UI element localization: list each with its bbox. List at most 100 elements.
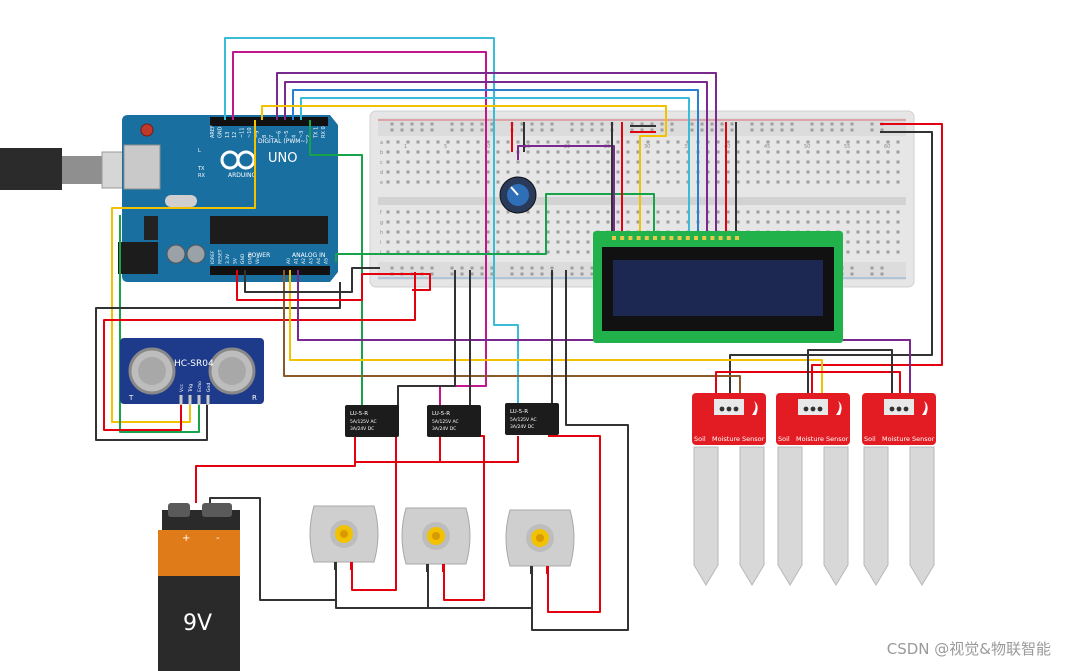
lcd-pin[interactable] <box>718 236 723 240</box>
breadboard-row-letter: g <box>380 220 383 226</box>
arduino-pin-label: ~9 <box>254 131 260 138</box>
lcd-pin[interactable] <box>644 236 649 240</box>
arduino-power-pin-label: 5V <box>233 257 239 264</box>
lcd-pin[interactable] <box>612 236 616 240</box>
wire-black-motor2 <box>428 568 533 609</box>
relay-title: LU-5-R <box>432 411 450 417</box>
ultrasonic-pin-label: Gnd <box>206 383 212 392</box>
breadboard-col-number: 30 <box>644 144 650 150</box>
lcd-pin[interactable] <box>677 236 682 240</box>
breadboard-col-number: 45 <box>764 144 770 150</box>
arduino-analog-pin-label: A1 <box>294 258 300 264</box>
lcd-display <box>593 231 843 343</box>
lcd-pin[interactable] <box>735 236 739 240</box>
arduino-pin-label: ~10 <box>247 127 253 138</box>
breadboard-row-letter: b <box>380 150 383 156</box>
arduino-analog-pin-label: A5 <box>324 258 330 264</box>
battery-minus: - <box>216 533 220 544</box>
arduino-pin-label: ~3 <box>299 131 305 138</box>
lcd-pin[interactable] <box>694 236 698 240</box>
lcd-pin[interactable] <box>628 236 633 240</box>
ultrasonic-pin-label: Vcc <box>179 383 185 392</box>
battery-9v: + - 9V <box>158 503 240 671</box>
arduino-analog-pin-label: A4 <box>316 258 322 264</box>
wire-black-power <box>729 131 933 396</box>
lcd-pin[interactable] <box>685 236 690 240</box>
relay-rating-dc: 3A/24V DC <box>432 426 456 432</box>
lcd-pin[interactable] <box>620 236 625 240</box>
lcd-pin[interactable] <box>710 236 715 240</box>
lcd-pin[interactable] <box>726 236 731 240</box>
dc-motor <box>309 505 379 570</box>
wire-yellow-top <box>261 105 667 240</box>
ultrasonic-pin[interactable] <box>188 395 192 405</box>
breadboard-row-letter: c <box>380 160 383 166</box>
breadboard-col-number: 35 <box>684 144 690 150</box>
soil-sensor-label-1: Soil <box>864 435 876 443</box>
lcd-pin[interactable] <box>669 236 674 240</box>
wire-purple-2 <box>284 81 708 240</box>
ultrasonic-pin[interactable] <box>197 395 201 405</box>
ultrasonic-pin[interactable] <box>179 395 183 405</box>
ultrasonic-pin[interactable] <box>206 395 210 405</box>
wire-black-battery <box>209 497 337 601</box>
wire-red-relay-bus <box>355 436 441 463</box>
breadboard-col-number: 40 <box>724 144 730 150</box>
arduino-power-pin-label: IOREF <box>210 250 216 264</box>
relay-rating-dc: 3A/24V DC <box>510 424 534 430</box>
tx-led-label: TX <box>197 166 205 172</box>
breadboard-row-letter: f <box>380 210 382 216</box>
lcd-pin[interactable] <box>702 236 707 240</box>
power-header-label: POWER <box>248 252 270 259</box>
relay-rating-ac: 5A/125V AC <box>510 417 537 423</box>
breadboard-row-letter: h <box>380 230 383 236</box>
wire-yellow-sensor <box>289 270 823 396</box>
relay-rating-dc: 3A/24V DC <box>350 426 374 432</box>
potentiometer[interactable] <box>499 176 537 214</box>
analog-header-label: ANALOG IN <box>292 252 325 259</box>
wire-red-motor1 <box>351 436 397 591</box>
soil-sensor-label-2: Moisture <box>796 435 824 443</box>
breadboard-col-number: 10 <box>484 144 490 150</box>
arduino-analog-pin-label: A2 <box>301 258 307 264</box>
soil-sensor-label-3: Sensor <box>742 435 765 443</box>
soil-sensor-label-1: Soil <box>694 435 706 443</box>
arduino-analog-pin-label: A0 <box>286 258 292 264</box>
wire-red-relay-bus2 <box>440 436 519 463</box>
ultrasonic-r-label: R <box>252 394 257 402</box>
ultrasonic-model: HC-SR04 <box>174 359 214 369</box>
relay-title: LU-5-R <box>350 411 368 417</box>
board-brand: ARDUINO <box>228 172 257 179</box>
lcd-pin[interactable] <box>661 236 666 240</box>
l-led-label: L <box>198 148 201 154</box>
dc-motors <box>309 505 575 574</box>
arduino-pin-label: 4 <box>291 135 297 138</box>
battery-plus: + <box>182 533 190 544</box>
lcd-pin[interactable] <box>653 236 657 240</box>
flame-logo-icon <box>836 401 842 415</box>
ultrasonic-pin-label: Echo <box>197 381 203 392</box>
arduino-analog-pin-label: A3 <box>309 258 315 264</box>
wire-red-motor3 <box>547 435 601 613</box>
breadboard-col-number: 55 <box>844 144 850 150</box>
reset-button[interactable] <box>140 123 154 137</box>
arduino-pin-label: ~11 <box>240 127 246 138</box>
ultrasonic-pin-label: Trig <box>188 384 194 393</box>
arduino-pin-label: 7 <box>269 135 275 138</box>
breadboard-row-letter: d <box>380 170 383 176</box>
arduino-uno: UNO ARDUINO DIGITAL (PWM~) POWER ANALOG … <box>118 115 338 282</box>
dc-motor <box>505 509 575 574</box>
wire-cyan-2 <box>300 97 690 240</box>
lcd-pin[interactable] <box>636 236 641 240</box>
wire-black-gnd-1 <box>244 267 380 293</box>
arduino-power-pin-label: 3.3V <box>225 253 231 264</box>
